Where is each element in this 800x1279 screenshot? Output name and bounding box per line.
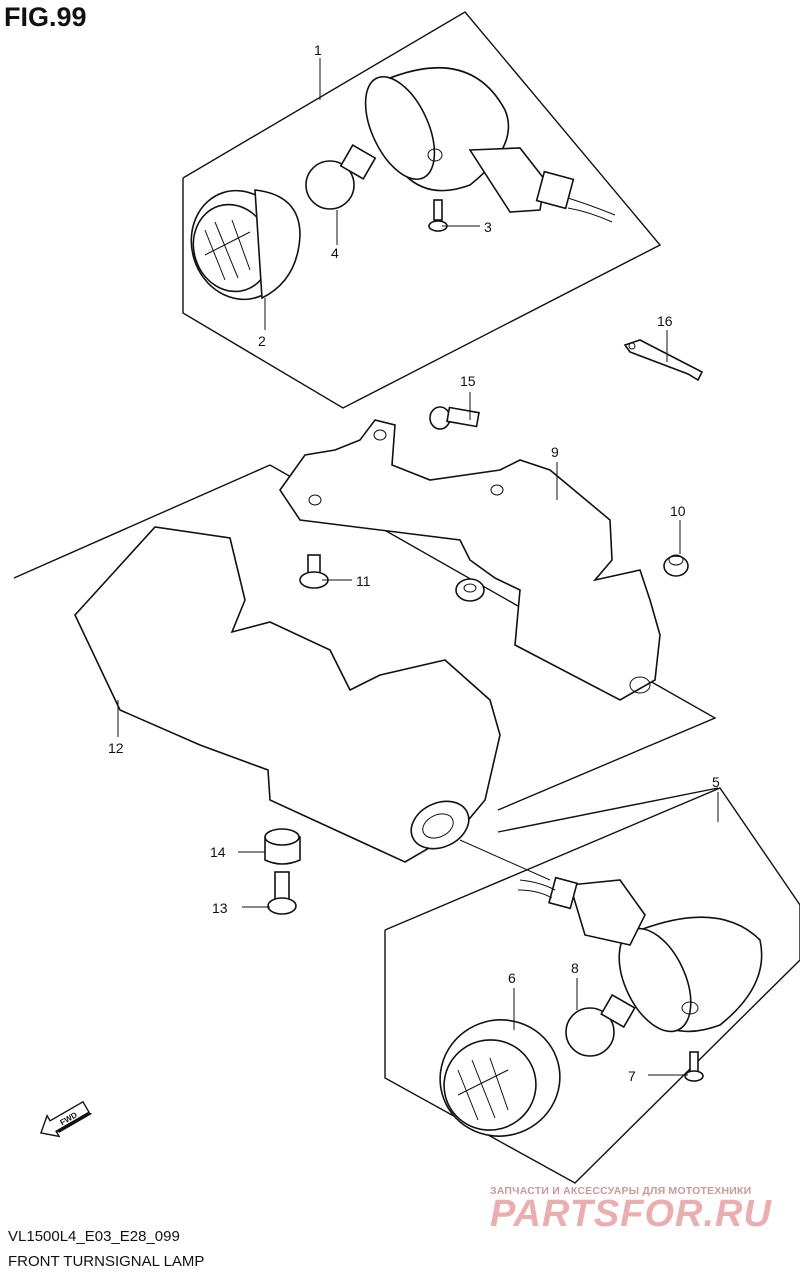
- callout-7: 7: [628, 1068, 636, 1084]
- callout-16: 16: [657, 313, 673, 329]
- upper-lamp-assembly-frame: [182, 11, 662, 409]
- callout-11: 11: [356, 573, 371, 589]
- upper-screw: [428, 199, 448, 232]
- callout-8: 8: [571, 960, 579, 976]
- figure-code: VL1500L4_E03_E28_099: [8, 1228, 180, 1245]
- bracket-nut: [455, 578, 485, 602]
- mounting-bracket: [279, 419, 661, 701]
- lower-lens: [439, 1019, 561, 1137]
- figure-title: FIG.99: [4, 2, 87, 32]
- upper-housing: [364, 67, 616, 223]
- callout-9: 9: [551, 444, 559, 460]
- leader-lines: [117, 58, 719, 1076]
- lower-housing: [517, 876, 763, 1033]
- callout-4: 4: [331, 245, 339, 261]
- callout-5: 5: [712, 774, 720, 790]
- watermark-logo: PARTSFOR.RU: [490, 1193, 772, 1235]
- upper-lens: [190, 189, 301, 301]
- watermark-tagline: ЗАПЧАСТИ И АКСЕССУАРЫ ДЛЯ МОТОТЕХНИКИ: [490, 1185, 752, 1197]
- bracket-cover: [13, 464, 717, 881]
- lower-screw: [684, 1051, 704, 1082]
- callout-14: 14: [210, 844, 226, 860]
- fwd-arrow-icon: FWD: [40, 1100, 93, 1138]
- clamp-16: [623, 339, 704, 382]
- grommet-10: [663, 554, 689, 577]
- bolt-13: [267, 871, 297, 915]
- callout-2: 2: [258, 333, 266, 349]
- callout-6: 6: [508, 970, 516, 986]
- figure-caption: FRONT TURNSIGNAL LAMP: [8, 1253, 205, 1270]
- callout-10: 10: [670, 503, 686, 519]
- upper-bulb: [305, 144, 377, 210]
- callout-13: 13: [212, 900, 228, 916]
- callout-labels: 1 2 3 4 5 6 7 8 9 10 11 12 13 14 15 16: [108, 42, 720, 1084]
- grommet-14: [264, 828, 301, 865]
- bolt-11: [299, 554, 329, 589]
- bolt-15: [429, 406, 480, 430]
- callout-12: 12: [108, 740, 124, 756]
- lower-lamp-assembly-frame: [384, 787, 800, 1184]
- callout-1: 1: [314, 42, 322, 58]
- callout-15: 15: [460, 373, 476, 389]
- lower-bulb: [565, 993, 636, 1057]
- callout-3: 3: [484, 219, 492, 235]
